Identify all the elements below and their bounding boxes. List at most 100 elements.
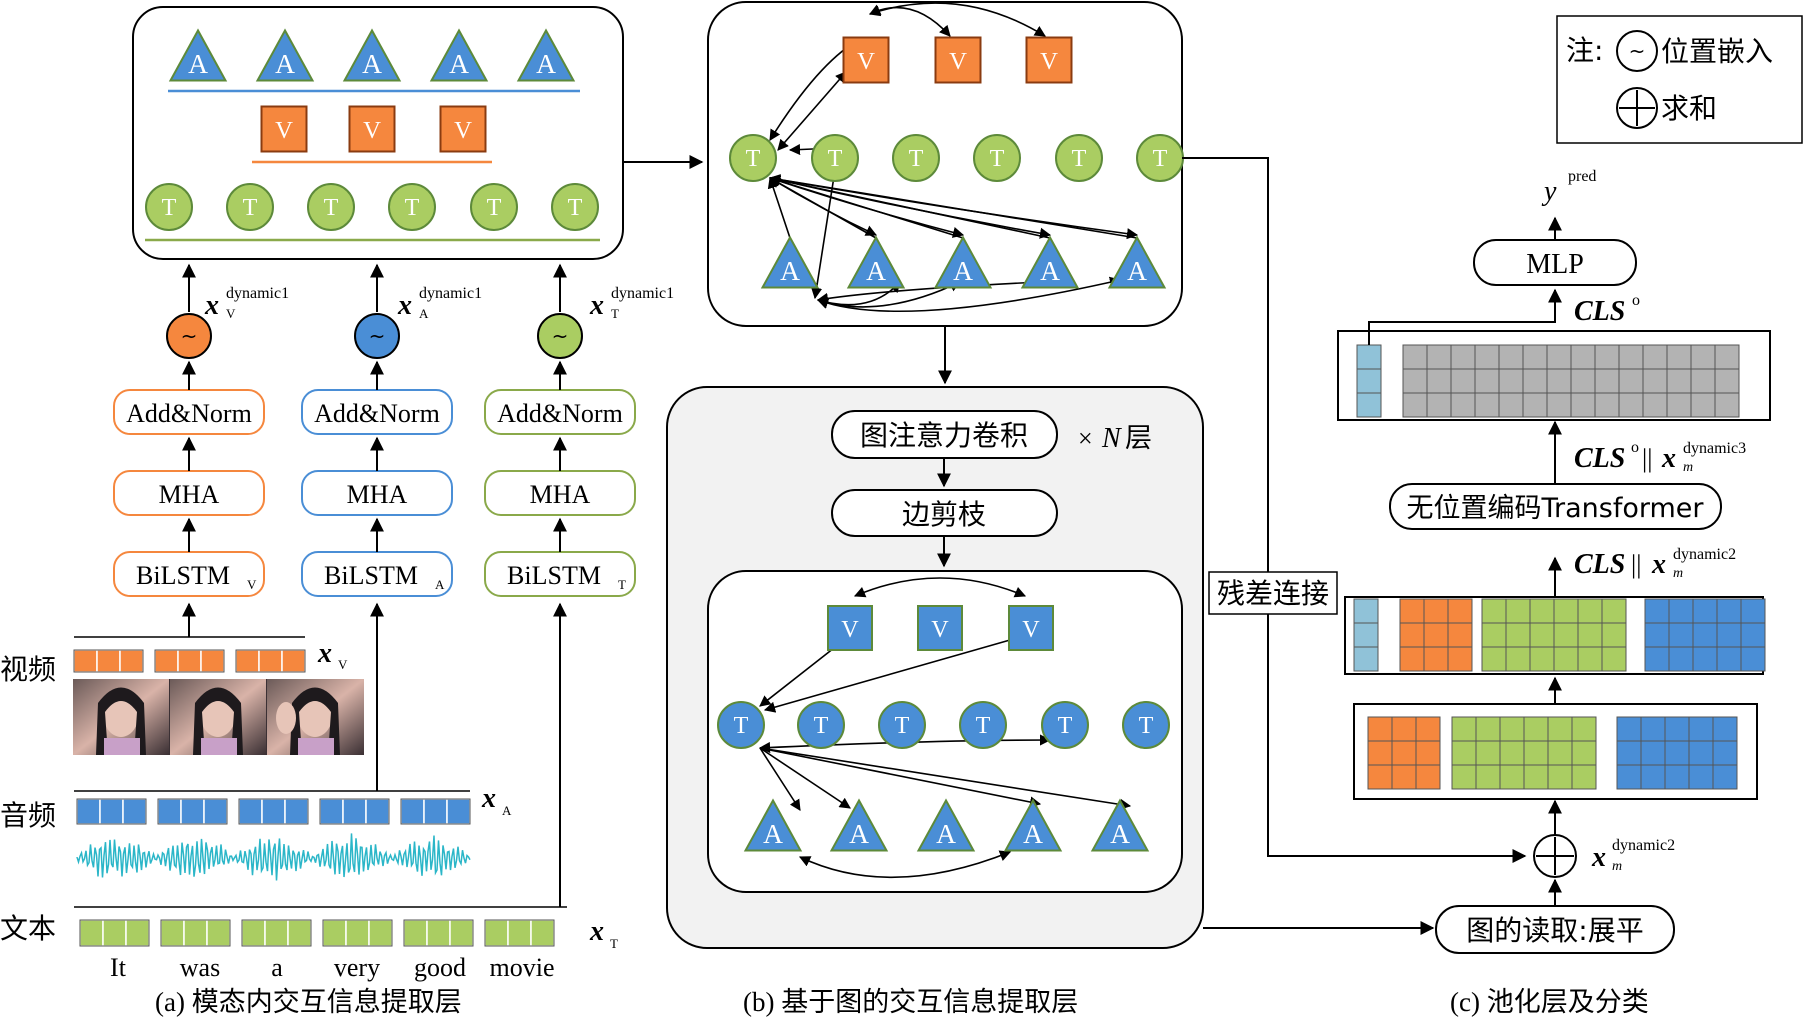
svg-text:dynamic2: dynamic2 [1612, 837, 1675, 854]
addnorm-label: Add&Norm [314, 399, 440, 428]
svg-text:x: x [589, 916, 604, 947]
addnorm-label: Add&Norm [126, 399, 252, 428]
mlp-label: MLP [1526, 249, 1584, 280]
svg-text:dynamic1: dynamic1 [419, 285, 482, 302]
svg-text:A: A [866, 255, 886, 286]
text-node: T [389, 184, 435, 230]
svg-text:T: T [1139, 712, 1154, 739]
tilde-symbol: ~ [369, 324, 386, 348]
svg-text:T: T [405, 194, 420, 221]
svg-text:A: A [1023, 818, 1043, 849]
svg-text:A: A [275, 48, 295, 79]
n-layers-label: × N 层 [1078, 423, 1152, 454]
residual-label: 残差连接 [1217, 577, 1329, 610]
svg-text:x: x [1651, 549, 1666, 580]
tilde-symbol: ~ [552, 324, 569, 348]
cls-token-cells [1354, 599, 1378, 671]
svg-text:V: V [454, 117, 472, 144]
plus-circle-icon [1534, 835, 1576, 877]
caption-c: (c) 池化层及分类 [1450, 987, 1649, 1017]
svg-text:||: || [1631, 550, 1641, 579]
x-dynamic1-text-label: x dynamic1 T [589, 285, 674, 321]
tilde-circle-icon: ~ [538, 314, 582, 358]
svg-text:T: T [909, 145, 924, 172]
word-token: good [414, 953, 466, 982]
audio-label: 音频 [0, 799, 56, 832]
cls-output-cells [1357, 345, 1381, 417]
svg-text:y: y [1541, 176, 1557, 207]
svg-text:A: A [763, 818, 783, 849]
y-pred-label: y pred [1541, 168, 1596, 207]
svg-text:CLS: CLS [1574, 296, 1625, 327]
text-node: T [730, 135, 776, 181]
cls-concat-dynamic3-label: CLS o || x dynamic3 m [1574, 439, 1746, 475]
bilstm-label: BiLSTM [507, 561, 601, 590]
branch-audio: Add&NormMHABiLSTMA [302, 362, 452, 596]
text-node: T [1042, 702, 1088, 748]
bilstm-label: BiLSTM [324, 561, 418, 590]
word-token: was [180, 953, 220, 982]
svg-text:A: A [188, 48, 208, 79]
svg-text:T: T [976, 712, 991, 739]
svg-text:×: × [1078, 424, 1093, 453]
svg-text:A: A [449, 48, 469, 79]
svg-text:T: T [611, 306, 619, 321]
bilstm-subscript: T [618, 577, 626, 592]
text-node: T [879, 702, 925, 748]
word-token: very [334, 953, 380, 982]
svg-text:dynamic1: dynamic1 [611, 285, 674, 302]
caption-b: (b) 基于图的交互信息提取层 [743, 987, 1078, 1017]
text-feature-block [161, 920, 230, 946]
svg-text:dynamic3: dynamic3 [1683, 440, 1746, 457]
word-token: a [271, 953, 283, 982]
branch-text: Add&NormMHABiLSTMT [485, 362, 635, 596]
audio-feature-block [239, 799, 308, 824]
svg-text:A: A [362, 48, 382, 79]
video-node: V [918, 606, 962, 650]
svg-text:A: A [1110, 818, 1130, 849]
branch-video: Add&NormMHABiLSTMV [114, 362, 264, 596]
caption-a: (a) 模态内交互信息提取层 [155, 987, 462, 1017]
svg-text:A: A [936, 818, 956, 849]
text-node: T [1137, 135, 1183, 181]
svg-text:A: A [502, 803, 512, 818]
svg-text:x: x [589, 290, 604, 321]
svg-text:V: V [1022, 616, 1040, 643]
svg-text:A: A [849, 818, 869, 849]
legend-note: 注: [1566, 34, 1603, 67]
video-frame [73, 679, 169, 755]
video-node: V [936, 38, 981, 83]
svg-text:A: A [780, 255, 800, 286]
text-node: T [812, 135, 858, 181]
output-token-cells [1403, 345, 1739, 417]
tilde-symbol: ~ [181, 324, 198, 348]
svg-text:A: A [1127, 255, 1147, 286]
text-node: T [893, 135, 939, 181]
svg-text:T: T [162, 194, 177, 221]
audio-waveform [77, 833, 470, 880]
svg-text:T: T [990, 145, 1005, 172]
word-token: movie [490, 953, 555, 982]
text-node: T [471, 184, 517, 230]
concat-audio-cells [1645, 599, 1765, 671]
svg-text:V: V [226, 306, 236, 321]
svg-text:T: T [828, 145, 843, 172]
x-text-label: x T [589, 916, 618, 951]
video-node: V [441, 107, 486, 152]
audio-feature-block [77, 799, 146, 824]
x-dynamic1-video-label: x dynamic1 V [204, 285, 289, 321]
svg-text:A: A [536, 48, 556, 79]
svg-text:m: m [1612, 859, 1622, 874]
video-node: V [1027, 38, 1072, 83]
svg-text:V: V [338, 657, 348, 672]
svg-text:x: x [1661, 443, 1676, 474]
svg-text:m: m [1673, 566, 1683, 581]
tilde-circle-icon: ~ [355, 314, 399, 358]
bilstm-subscript: V [247, 577, 257, 592]
text-node: T [227, 184, 273, 230]
svg-text:层: 层 [1125, 423, 1152, 454]
fused-audio-cells [1617, 717, 1737, 789]
text-feature-block [323, 920, 392, 946]
svg-text:T: T [734, 712, 749, 739]
